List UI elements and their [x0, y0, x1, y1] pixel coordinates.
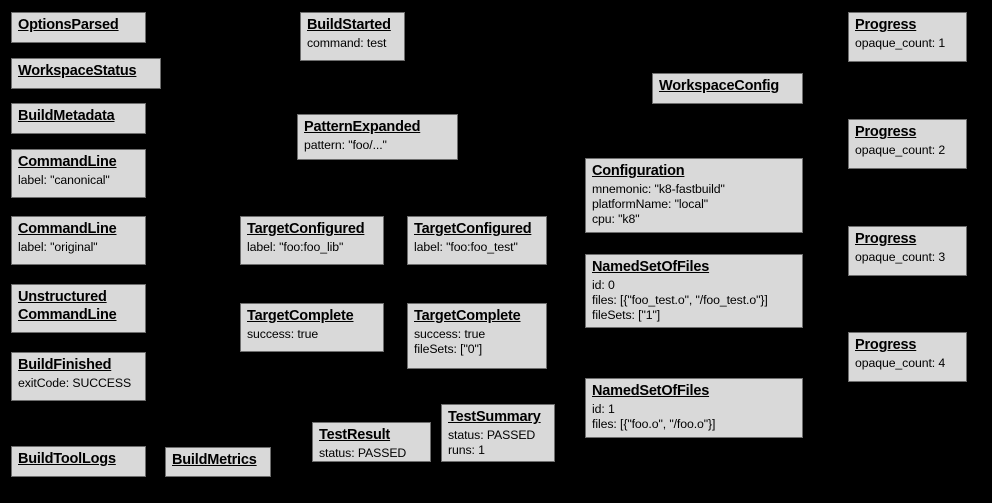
node-progress-2[interactable]: Progress opaque_count: 2 [848, 119, 967, 169]
node-options-parsed[interactable]: OptionsParsed [11, 12, 146, 43]
node-field: success: true [414, 326, 486, 341]
node-command-line-canonical[interactable]: CommandLine label: "canonical" [11, 149, 146, 198]
node-title: NamedSetOfFiles [592, 259, 710, 275]
node-field: label: "foo:foo_test" [414, 239, 518, 254]
node-command-line-original[interactable]: CommandLine label: "original" [11, 216, 146, 265]
node-title: WorkspaceStatus [18, 63, 137, 79]
node-field: command: test [307, 35, 387, 50]
node-field: status: PASSED [448, 427, 536, 442]
node-title: Progress [855, 231, 917, 247]
node-workspace-status[interactable]: WorkspaceStatus [11, 58, 161, 89]
node-build-metadata[interactable]: BuildMetadata [11, 103, 146, 134]
node-title: BuildToolLogs [18, 451, 116, 467]
node-field: status: PASSED [319, 445, 407, 460]
node-title: BuildMetadata [18, 108, 115, 124]
node-field: opaque_count: 1 [855, 35, 946, 50]
node-build-metrics[interactable]: BuildMetrics [165, 447, 271, 477]
node-configuration[interactable]: Configuration mnemonic: "k8-fastbuild"pla… [585, 158, 803, 233]
node-progress-4[interactable]: Progress opaque_count: 4 [848, 332, 967, 382]
node-field: label: "canonical" [18, 172, 110, 187]
node-field: opaque_count: 2 [855, 142, 946, 157]
node-title: BuildFinished [18, 357, 112, 373]
node-pattern-expanded[interactable]: PatternExpanded pattern: "foo/..." [297, 114, 458, 160]
node-title: TargetComplete [247, 308, 354, 324]
node-test-result[interactable]: TestResult status: PASSED [312, 422, 431, 462]
node-field: files: [{"foo.o", "/foo.o"}] [592, 416, 716, 431]
node-build-started[interactable]: BuildStarted command: test [300, 12, 405, 61]
node-field: label: "original" [18, 239, 98, 254]
node-field: runs: 1 [448, 442, 485, 457]
node-title: TargetComplete [414, 308, 521, 324]
node-field: files: [{"foo_test.o", "/foo_test.o"}] [592, 292, 768, 307]
node-title: TargetConfigured [414, 221, 532, 237]
node-title: WorkspaceConfig [659, 78, 780, 94]
node-title: Progress [855, 337, 917, 353]
node-build-finished[interactable]: BuildFinished exitCode: SUCCESS [11, 352, 146, 401]
node-field: fileSets: ["1"] [592, 307, 661, 322]
node-target-complete-foo-lib[interactable]: TargetComplete success: true [240, 303, 384, 352]
node-title: CommandLine [18, 154, 117, 170]
node-title: PatternExpanded [304, 119, 421, 135]
node-workspace-config[interactable]: WorkspaceConfig [652, 73, 803, 104]
node-title: Unstructured CommandLine [18, 289, 117, 323]
node-field: fileSets: ["0"] [414, 341, 483, 356]
node-field: opaque_count: 4 [855, 355, 946, 370]
node-title: Configuration [592, 163, 685, 179]
node-title: NamedSetOfFiles [592, 383, 710, 399]
node-progress-3[interactable]: Progress opaque_count: 3 [848, 226, 967, 276]
node-field: id: 1 [592, 401, 615, 416]
node-field: platformName: "local" [592, 196, 708, 211]
node-field: exitCode: SUCCESS [18, 375, 132, 390]
node-title: BuildMetrics [172, 452, 257, 468]
node-target-configured-foo-test[interactable]: TargetConfigured label: "foo:foo_test" [407, 216, 547, 265]
node-title: TargetConfigured [247, 221, 365, 237]
node-title: OptionsParsed [18, 17, 119, 33]
node-field: mnemonic: "k8-fastbuild" [592, 181, 725, 196]
node-title: BuildStarted [307, 17, 391, 33]
node-title: CommandLine [18, 221, 117, 237]
node-field: cpu: "k8" [592, 211, 640, 226]
node-target-configured-foo-lib[interactable]: TargetConfigured label: "foo:foo_lib" [240, 216, 384, 265]
node-unstructured-command-line[interactable]: Unstructured CommandLine [11, 284, 146, 333]
node-progress-1[interactable]: Progress opaque_count: 1 [848, 12, 967, 62]
node-build-tool-logs[interactable]: BuildToolLogs [11, 446, 146, 477]
node-field: success: true [247, 326, 319, 341]
node-field: label: "foo:foo_lib" [247, 239, 344, 254]
node-title: TestResult [319, 427, 391, 443]
node-title: TestSummary [448, 409, 541, 425]
node-field: id: 0 [592, 277, 615, 292]
node-field: pattern: "foo/..." [304, 137, 387, 152]
node-title: Progress [855, 17, 917, 33]
node-title: Progress [855, 124, 917, 140]
node-field: opaque_count: 3 [855, 249, 946, 264]
